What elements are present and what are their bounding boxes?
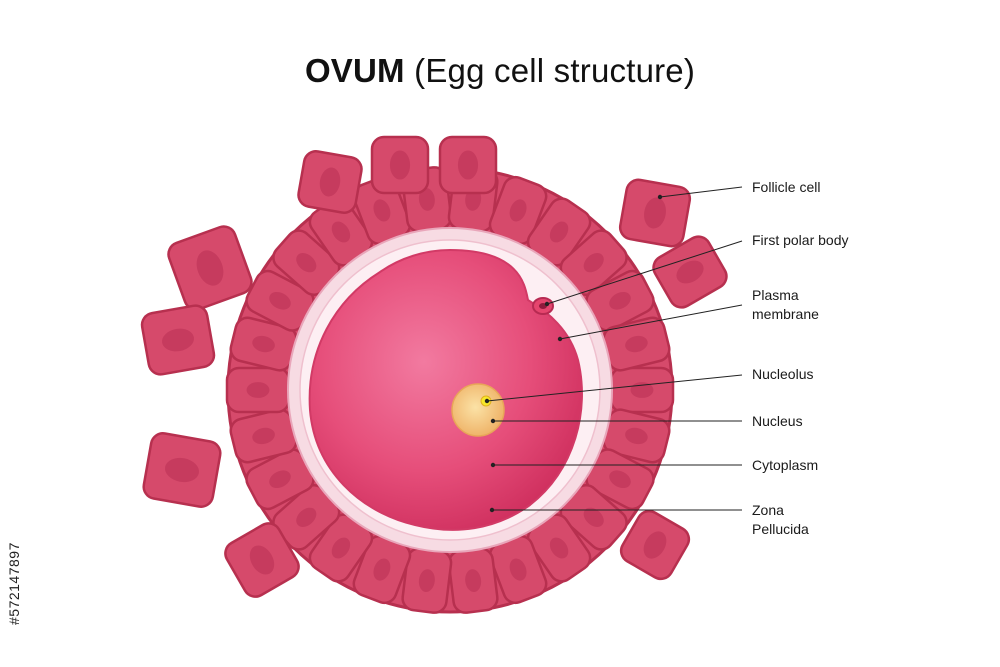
follicle-cell-inner (447, 547, 499, 614)
follicle-cell-inner (526, 513, 592, 583)
leader-nucleolus (486, 374, 743, 402)
dot-first-polar-body (544, 301, 550, 307)
follicle-cell-nucleus (676, 260, 704, 284)
follicle-cell-nucleus (296, 507, 317, 527)
follicle-cell-nucleus (457, 150, 479, 180)
side-image-id: #572147897 (4, 430, 24, 630)
label-zona-pellucida-line2: Pellucida (752, 521, 809, 537)
follicle-cell-nucleus (164, 457, 200, 483)
follicle-cell-nucleus (625, 335, 648, 353)
label-plasma-membrane: Plasma membrane (752, 286, 819, 324)
follicle-cell-nucleus (609, 470, 631, 489)
dot-follicle-cell (657, 194, 663, 200)
nucleus (451, 383, 505, 437)
follicle-cell-nucleus (331, 221, 351, 243)
label-nucleolus-text: Nucleolus (752, 366, 814, 382)
follicle-cell-inner (585, 448, 655, 511)
follicle-cell-outer (652, 235, 728, 309)
dot-zona-pellucida (489, 507, 495, 513)
dot-plasma-membrane (557, 336, 563, 342)
follicle-cell-inner (609, 366, 675, 414)
follicle-cell-nucleus (269, 291, 291, 310)
follicle-cell-nucleus (331, 537, 351, 559)
follicle-cell-nucleus (549, 221, 569, 243)
follicle-cell-nucleus (549, 537, 569, 559)
follicle-cell-outer (224, 522, 300, 598)
leader-dots (484, 194, 663, 513)
follicle-cell-inner (559, 483, 628, 551)
follicle-cell-nucleus (249, 545, 275, 575)
label-nucleus: Nucleus (752, 412, 803, 431)
leader-lines (486, 186, 743, 511)
label-cytoplasm: Cytoplasm (752, 456, 818, 475)
follicle-cell-outer (167, 225, 253, 311)
dot-cytoplasm (490, 462, 496, 468)
follicle-cell-nucleus (509, 558, 527, 581)
follicle-cell-nucleus (625, 427, 648, 445)
label-plasma-membrane-line2: membrane (752, 306, 819, 322)
dot-nucleus (490, 418, 496, 424)
label-first-polar-body: First polar body (752, 231, 848, 250)
follicle-cell-outer (142, 432, 222, 508)
follicle-cell-nucleus (196, 250, 224, 286)
follicle-cell-outer (438, 135, 498, 195)
title-rest: (Egg cell structure) (414, 52, 696, 89)
side-image-id-text: #572147897 (6, 542, 22, 625)
label-first-polar-body-text: First polar body (752, 232, 849, 248)
leader-follicle-cell (659, 186, 743, 198)
follicle-cell-outer (370, 135, 430, 195)
follicle-cell-nucleus (252, 335, 275, 353)
follicle-cell-nucleus (644, 197, 666, 229)
follicle-cell-nucleus (269, 470, 291, 489)
follicle-cell-nucleus (509, 199, 527, 222)
follicle-cell-nucleus (373, 558, 391, 581)
follicle-cell-nucleus (583, 253, 604, 273)
follicle-cell-nucleus (418, 569, 435, 592)
follicle-cell-outer (618, 178, 692, 248)
label-zona-pellucida-line1: Zona (752, 502, 784, 518)
leader-plasma-membrane (559, 304, 743, 340)
follicle-cell-inner (526, 197, 592, 267)
label-zona-pellucida: Zona Pellucida (752, 501, 809, 539)
follicle-cell-inner (488, 534, 548, 605)
label-cytoplasm-text: Cytoplasm (752, 457, 819, 473)
follicle-cell-outer (140, 304, 216, 376)
follicle-cell-outer (619, 509, 691, 581)
label-nucleus-text: Nucleus (752, 413, 803, 429)
follicle-cell-nucleus (643, 531, 667, 559)
follicle-cell-nucleus (252, 427, 275, 445)
label-follicle-cell: Follicle cell (752, 178, 820, 197)
leader-first-polar-body (546, 240, 743, 305)
follicle-cell-nucleus (389, 150, 411, 180)
diagram-title: OVUM (Egg cell structure) (0, 52, 1000, 90)
follicle-cell-nucleus (246, 382, 270, 398)
follicle-cell-nucleus (373, 199, 391, 222)
follicle-cell-inner (225, 366, 291, 414)
label-nucleolus: Nucleolus (752, 365, 813, 384)
label-follicle-cell-text: Follicle cell (752, 179, 821, 195)
follicle-cell-nucleus (465, 569, 482, 592)
follicle-cell-inner (229, 408, 298, 464)
title-bold: OVUM (304, 52, 405, 89)
follicle-cell-nucleus (296, 253, 317, 273)
label-plasma-membrane-line1: Plasma (752, 287, 799, 303)
follicle-cell-nucleus (319, 167, 341, 197)
follicle-cell-nucleus (609, 291, 631, 310)
follicle-cell-nucleus (162, 328, 194, 352)
dot-nucleolus (484, 398, 490, 404)
follicle-cell-nucleus (583, 507, 604, 527)
follicle-cell-outer (297, 150, 363, 214)
follicle-cell-nucleus (418, 188, 435, 211)
follicle-cell-inner (401, 547, 453, 614)
